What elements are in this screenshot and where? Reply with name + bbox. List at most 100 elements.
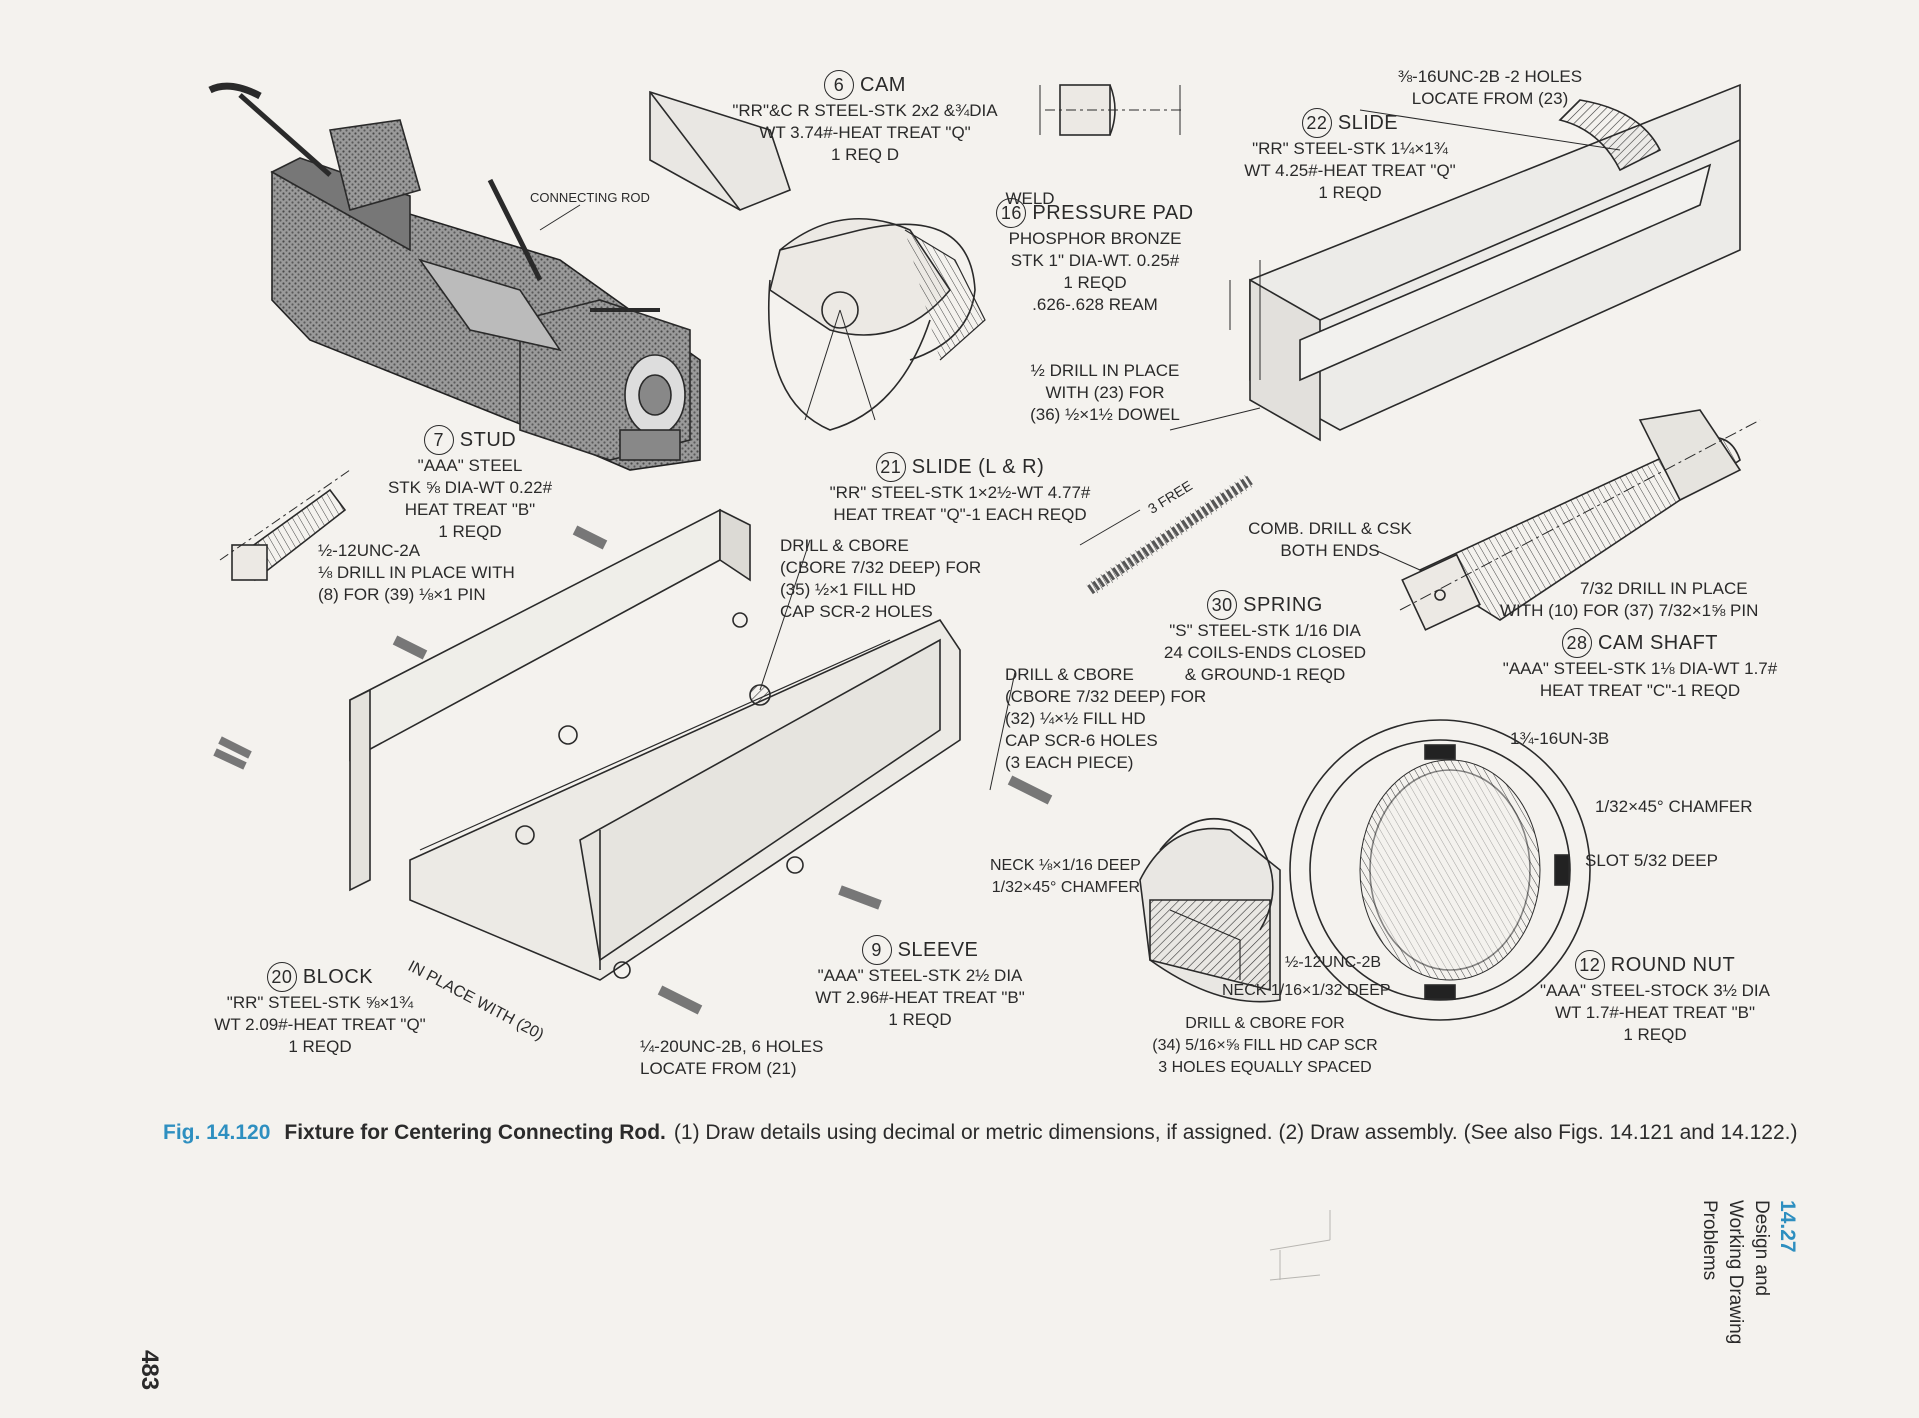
- part-spec: 1 REQD: [438, 522, 502, 541]
- part-spec: HEAT TREAT "C"-1 REQD: [1539, 681, 1741, 700]
- cam-shaft-pin-note: 7/32 DRILL IN PLACE WITH (10) FOR (37) 7…: [1500, 579, 1759, 620]
- dowel-drill-note: ½ DRILL IN PLACE WITH (23) FOR (36) ½×1½…: [1030, 361, 1180, 424]
- part-number-badge: 21: [875, 452, 906, 482]
- part-spec: "S" STEEL-STK 1/16 DIA: [1169, 621, 1361, 640]
- part-spec: 24 COILS-ENDS CLOSED: [1163, 643, 1367, 662]
- section-title-line: Design and: [1751, 1200, 1772, 1297]
- part-number-badge: 9: [861, 935, 892, 965]
- part-spec: HEAT TREAT "Q"-1 EACH REQD: [833, 505, 1087, 524]
- figure-description: (1) Draw details using decimal or metric…: [673, 1121, 1798, 1144]
- part-number-badge: 20: [266, 962, 297, 992]
- figure-number: Fig. 14.120: [163, 1121, 271, 1144]
- part-spec: 1 REQD: [1318, 183, 1382, 202]
- part-spec: WT 2.09#-HEAT TREAT "Q": [214, 1015, 426, 1034]
- stud-notes: ½-12UNC-2A ⅛ DRILL IN PLACE WITH (8) FOR…: [318, 541, 515, 604]
- part-number-badge: 6: [824, 70, 855, 100]
- slide-22-part-drawing: [1229, 83, 1741, 442]
- part-name: SLEEVE: [897, 939, 979, 961]
- part-name: ROUND NUT: [1610, 954, 1736, 976]
- part-spec: 1 REQD: [888, 1010, 952, 1029]
- slide22-hole-note: ⅜-16UNC-2B -2 HOLES LOCATE FROM (23): [1397, 67, 1583, 108]
- part-spec: STK 1" DIA-WT. 0.25#: [1010, 251, 1180, 270]
- block-and-slide-assembly-drawing: [213, 508, 1053, 1015]
- part-spec: .626-.628 REAM: [1032, 295, 1158, 314]
- cbore-note-35: DRILL & CBORE (CBORE 7/32 DEEP) FOR (35)…: [780, 536, 982, 621]
- part-spec: 1 REQD: [1623, 1025, 1687, 1044]
- part-spec: "AAA" STEEL-STK 2½ DIA: [817, 966, 1023, 985]
- part-name: PRESSURE PAD: [1032, 202, 1194, 224]
- sleeve-neck2-note: NECK 1/16×1/32 DEEP: [1222, 982, 1391, 999]
- sleeve-cbore-note: DRILL & CBORE FOR (34) 5/16×⅝ FILL HD CA…: [1152, 1015, 1378, 1076]
- round-nut-chamfer-note: 1/32×45° CHAMFER: [1595, 797, 1753, 816]
- pencil-sketch-mark: [1269, 1210, 1331, 1281]
- round-nut-slot-note: SLOT 5/32 DEEP: [1585, 851, 1718, 870]
- stud-part-drawing: [219, 469, 351, 582]
- section-label: 14.27 Design and Working Drawing Problem…: [1690, 1200, 1800, 1380]
- part-spec: "RR" STEEL-STK ⅝×1¾: [226, 993, 414, 1012]
- part-name: CAM SHAFT: [1597, 632, 1719, 654]
- part-number-badge: 22: [1301, 108, 1332, 138]
- part-spec: "RR" STEEL-STK 1×2½-WT 4.77#: [829, 483, 1091, 502]
- part-spec: WT 1.7#-HEAT TREAT "B": [1554, 1003, 1756, 1022]
- part-number-badge: 30: [1207, 590, 1238, 620]
- section-title-line: Problems: [1699, 1200, 1720, 1281]
- center-drill-note: COMB. DRILL & CSK BOTH ENDS: [1248, 519, 1412, 560]
- part-name: STUD: [459, 429, 517, 451]
- cbore-note-32: DRILL & CBORE (CBORE 7/32 DEEP) FOR (32)…: [1005, 665, 1207, 772]
- part-name: SPRING: [1243, 594, 1323, 616]
- section-number: 14.27: [1776, 1200, 1799, 1253]
- part-spec: STK ⅝ DIA-WT 0.22#: [387, 478, 553, 497]
- page-number: 483: [136, 1350, 163, 1391]
- part-spec: "RR"&C R STEEL-STK 2x2 &¾DIA: [732, 101, 998, 120]
- part-spec: PHOSPHOR BRONZE: [1008, 229, 1182, 248]
- part-spec: WT 2.96#-HEAT TREAT "B": [815, 988, 1025, 1007]
- spring-part-drawing: [1086, 474, 1254, 596]
- part-name: CAM: [860, 74, 906, 96]
- part-number-badge: 12: [1574, 950, 1605, 980]
- part-name: BLOCK: [302, 966, 374, 988]
- part-spec: "AAA" STEEL-STK 1⅛ DIA-WT 1.7#: [1502, 659, 1778, 678]
- round-nut-thread-note: 1¾-16UN-3B: [1510, 729, 1610, 748]
- cam-shaft-part-drawing: [1399, 409, 1761, 631]
- technical-drawing: [208, 82, 1761, 1021]
- screw-hole-note: ¼-20UNC-2B, 6 HOLES LOCATE FROM (21): [640, 1037, 824, 1078]
- connecting-rod-label: CONNECTING ROD: [530, 190, 650, 205]
- part-number-badge: 7: [423, 425, 454, 455]
- part-spec: 1 REQD: [1063, 273, 1127, 292]
- part-number-badge: 16: [996, 198, 1027, 228]
- part-spec: WT 3.74#-HEAT TREAT "Q": [759, 123, 971, 142]
- part-spec: "RR" STEEL-STK 1¼×1¾: [1252, 139, 1448, 158]
- sleeve-part-drawing: [1139, 817, 1281, 1003]
- round-nut-part-drawing: [1289, 719, 1591, 1021]
- part-name: SLIDE (L & R): [911, 456, 1045, 478]
- part-spec: WT 4.25#-HEAT TREAT "Q": [1244, 161, 1456, 180]
- figure-caption: Fig. 14.120 Fixture for Centering Connect…: [163, 1118, 1823, 1148]
- pressure-pad-part-drawing: [1039, 84, 1185, 136]
- leader-lines: [539, 109, 1621, 791]
- sleeve-thread-note: ½-12UNC-2B: [1285, 954, 1382, 971]
- part-spec: 1 REQ D: [830, 145, 900, 164]
- part-name: SLIDE: [1337, 112, 1399, 134]
- cam-part-drawing: [649, 90, 986, 431]
- part-spec: & GROUND-1 REQD: [1184, 665, 1346, 684]
- part-spec: "AAA" STEEL: [417, 456, 523, 475]
- fixture-assembly-illustration: [208, 82, 701, 471]
- sleeve-neck-note: NECK ⅛×1/16 DEEP 1/32×45° CHAMFER: [990, 857, 1141, 896]
- part-spec: HEAT TREAT "B": [404, 500, 536, 519]
- figure-title: Fixture for Centering Connecting Rod.: [284, 1121, 666, 1144]
- section-title-line: Working Drawing: [1725, 1200, 1746, 1345]
- part-number-badge: 28: [1561, 628, 1592, 658]
- part-spec: "AAA" STEEL-STOCK 3½ DIA: [1540, 981, 1770, 1000]
- part-spec: 1 REQD: [288, 1037, 352, 1056]
